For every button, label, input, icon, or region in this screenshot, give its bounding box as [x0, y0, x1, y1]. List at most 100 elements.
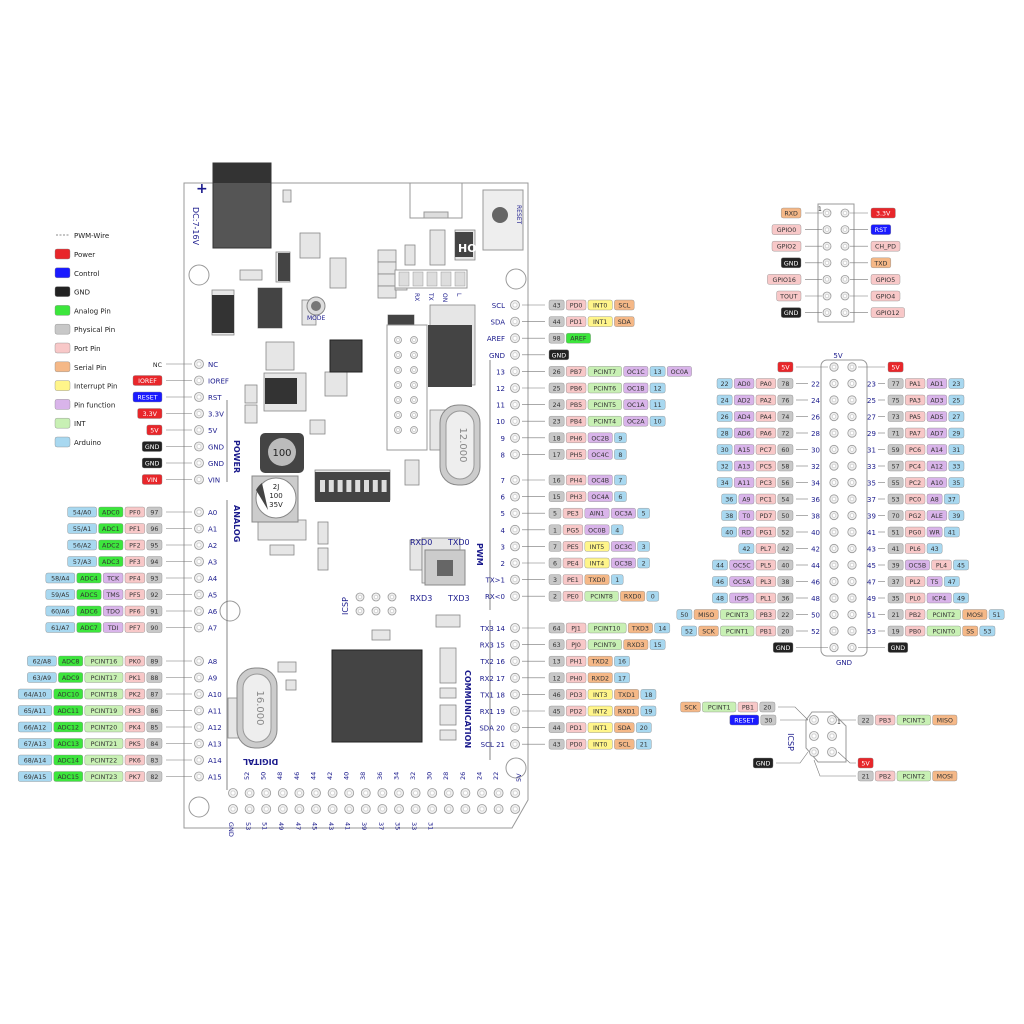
- double-header-tag: [676, 609, 693, 620]
- digital-top-pin-name: 12: [496, 385, 505, 393]
- icsp-tag-text: RESET: [734, 718, 754, 725]
- double-header-right-number: 45: [867, 562, 876, 570]
- led-label: L: [455, 293, 462, 297]
- double-header-tag-text: PC1: [760, 497, 772, 504]
- digital-top-pin-tag-text: 8: [618, 452, 622, 459]
- double-header-tag: [948, 378, 965, 389]
- double-header-tag: [755, 625, 776, 637]
- comm-pin-tag: [566, 705, 587, 717]
- power-pin-tag-text: RESET: [137, 395, 157, 402]
- esp-socket-pin-inner: [412, 353, 416, 357]
- esp-header-tag: [870, 274, 901, 285]
- comm-pin-tag-text: RXD2: [591, 675, 609, 682]
- icsp-tag: [932, 770, 958, 782]
- digital-top-pin-tag: [548, 382, 565, 394]
- esp-header-pin-inner: [824, 210, 830, 216]
- double-header-tag: [720, 625, 755, 637]
- double-header-tag-text: PL2: [909, 579, 920, 586]
- bottom-header-pin-inner: [479, 790, 485, 796]
- esp-header-tag-text: RXD: [784, 211, 798, 218]
- esp-socket-pin-inner: [412, 383, 416, 387]
- comm-pin-tag: [649, 639, 666, 650]
- analog-pin-tag-text: PK1: [129, 675, 141, 682]
- digital-top-pin-tag-text: 98: [553, 336, 561, 343]
- double-header-tag: [755, 427, 776, 439]
- esp-header-pin-inner: [842, 227, 848, 232]
- supply-label: DC:7-16V: [191, 207, 200, 246]
- digital-top-pin-tag-text: INT1: [593, 319, 607, 326]
- double-header-tag-text: PC3: [760, 480, 772, 487]
- analog-pin-name: A2: [208, 542, 217, 550]
- double-header-tag: [905, 493, 926, 505]
- icsp-marker: 1: [837, 719, 841, 726]
- double-header-tag-text: 39: [952, 513, 960, 520]
- pwm-pin-tag-text: 2: [642, 561, 646, 568]
- pwm-pin-tag-text: PE3: [567, 511, 579, 518]
- comm-pin-tag: [587, 739, 613, 750]
- dip-toggle: [372, 480, 378, 492]
- comm-pin-tag: [587, 705, 613, 717]
- digital-top-pin-tag-text: OC1B: [627, 386, 645, 393]
- digital-top-pin-name: AREF: [487, 335, 505, 343]
- comm-pin-tag-text: SCL: [618, 742, 630, 749]
- board-component: [377, 273, 397, 287]
- icsp-tag: [759, 701, 776, 713]
- pwm-pin-tag: [548, 491, 565, 502]
- double-header-tag-text: 24: [721, 398, 729, 405]
- legend-swatch: [54, 286, 71, 297]
- txd0-label: TXD0: [447, 538, 470, 547]
- comm-pin-tag-text: PJ0: [571, 642, 581, 649]
- double-header-left-number: 46: [811, 579, 820, 587]
- analog-pin-tag-text: 92: [150, 592, 158, 599]
- pwm-pin-tag-text: OC3A: [615, 511, 633, 518]
- pwm-pin-inner: [512, 527, 518, 533]
- comm-pin-tag-text: 15: [654, 642, 662, 649]
- analog-pin-tag-text: ADC2: [102, 543, 120, 550]
- double-header-left-number: 22: [811, 381, 820, 389]
- double-header-tag-text: 32: [721, 464, 729, 471]
- analog-pin-tag-text: 62/A8: [33, 659, 51, 666]
- bottom-header-5v: 5V: [515, 773, 523, 782]
- double-header-tag-text: 54: [781, 497, 789, 504]
- comm-pin-tag: [587, 656, 613, 667]
- legend-swatch: [54, 399, 71, 410]
- comm-pin-inner: [512, 741, 518, 747]
- power-pin-tag: [141, 474, 163, 485]
- esp-header-tag-text: TXD: [873, 260, 887, 267]
- bottom-header-number2: 31: [427, 822, 435, 830]
- rxd3-label: RXD3: [410, 594, 432, 603]
- double-header-tag: [716, 444, 733, 455]
- icsp-tag-text: MOSI: [937, 774, 953, 781]
- comm-pin-name: TX3 14: [479, 625, 505, 633]
- digital-top-pin-tag-text: PB7: [570, 369, 582, 376]
- digital-top-pin-inner: [512, 302, 518, 308]
- double-header-left-number: 44: [811, 562, 820, 570]
- pwm-pin-tag-text: PH3: [570, 494, 583, 501]
- icsp-tag: [857, 757, 874, 769]
- pwm-pin-inner: [512, 477, 518, 483]
- double-header-tag-text: ALE: [931, 513, 943, 520]
- pwm-pin-tag-text: 3: [642, 544, 646, 551]
- bottom-header-pin-inner: [496, 806, 501, 812]
- power-pin-tag: [132, 391, 163, 403]
- double-header-pin-inner: [849, 496, 855, 502]
- analog-pin-tag: [146, 589, 163, 600]
- analog-pin-name: A4: [208, 575, 218, 583]
- digital-top-pin-tag: [587, 449, 613, 460]
- analog-pin-tag: [18, 754, 52, 766]
- comm-pin-tag: [566, 672, 587, 683]
- analog-pin-tag: [102, 622, 124, 633]
- analog-pin-tag-text: PCINT16: [91, 659, 118, 666]
- pwm-pin-tag-text: INT4: [590, 561, 604, 568]
- double-header-tag-text: A14: [931, 447, 943, 454]
- double-header-tag: [734, 427, 755, 439]
- board-component: [377, 249, 397, 263]
- comm-pin-tag: [548, 739, 565, 750]
- icsp-tag: [875, 714, 896, 726]
- analog-pin-tag: [45, 589, 75, 600]
- pwm-pin-tag-text: 6: [618, 494, 622, 501]
- double-header-tag: [729, 592, 755, 604]
- analog-pin-tag: [45, 622, 75, 633]
- double-header-tag-text: 22: [781, 612, 789, 619]
